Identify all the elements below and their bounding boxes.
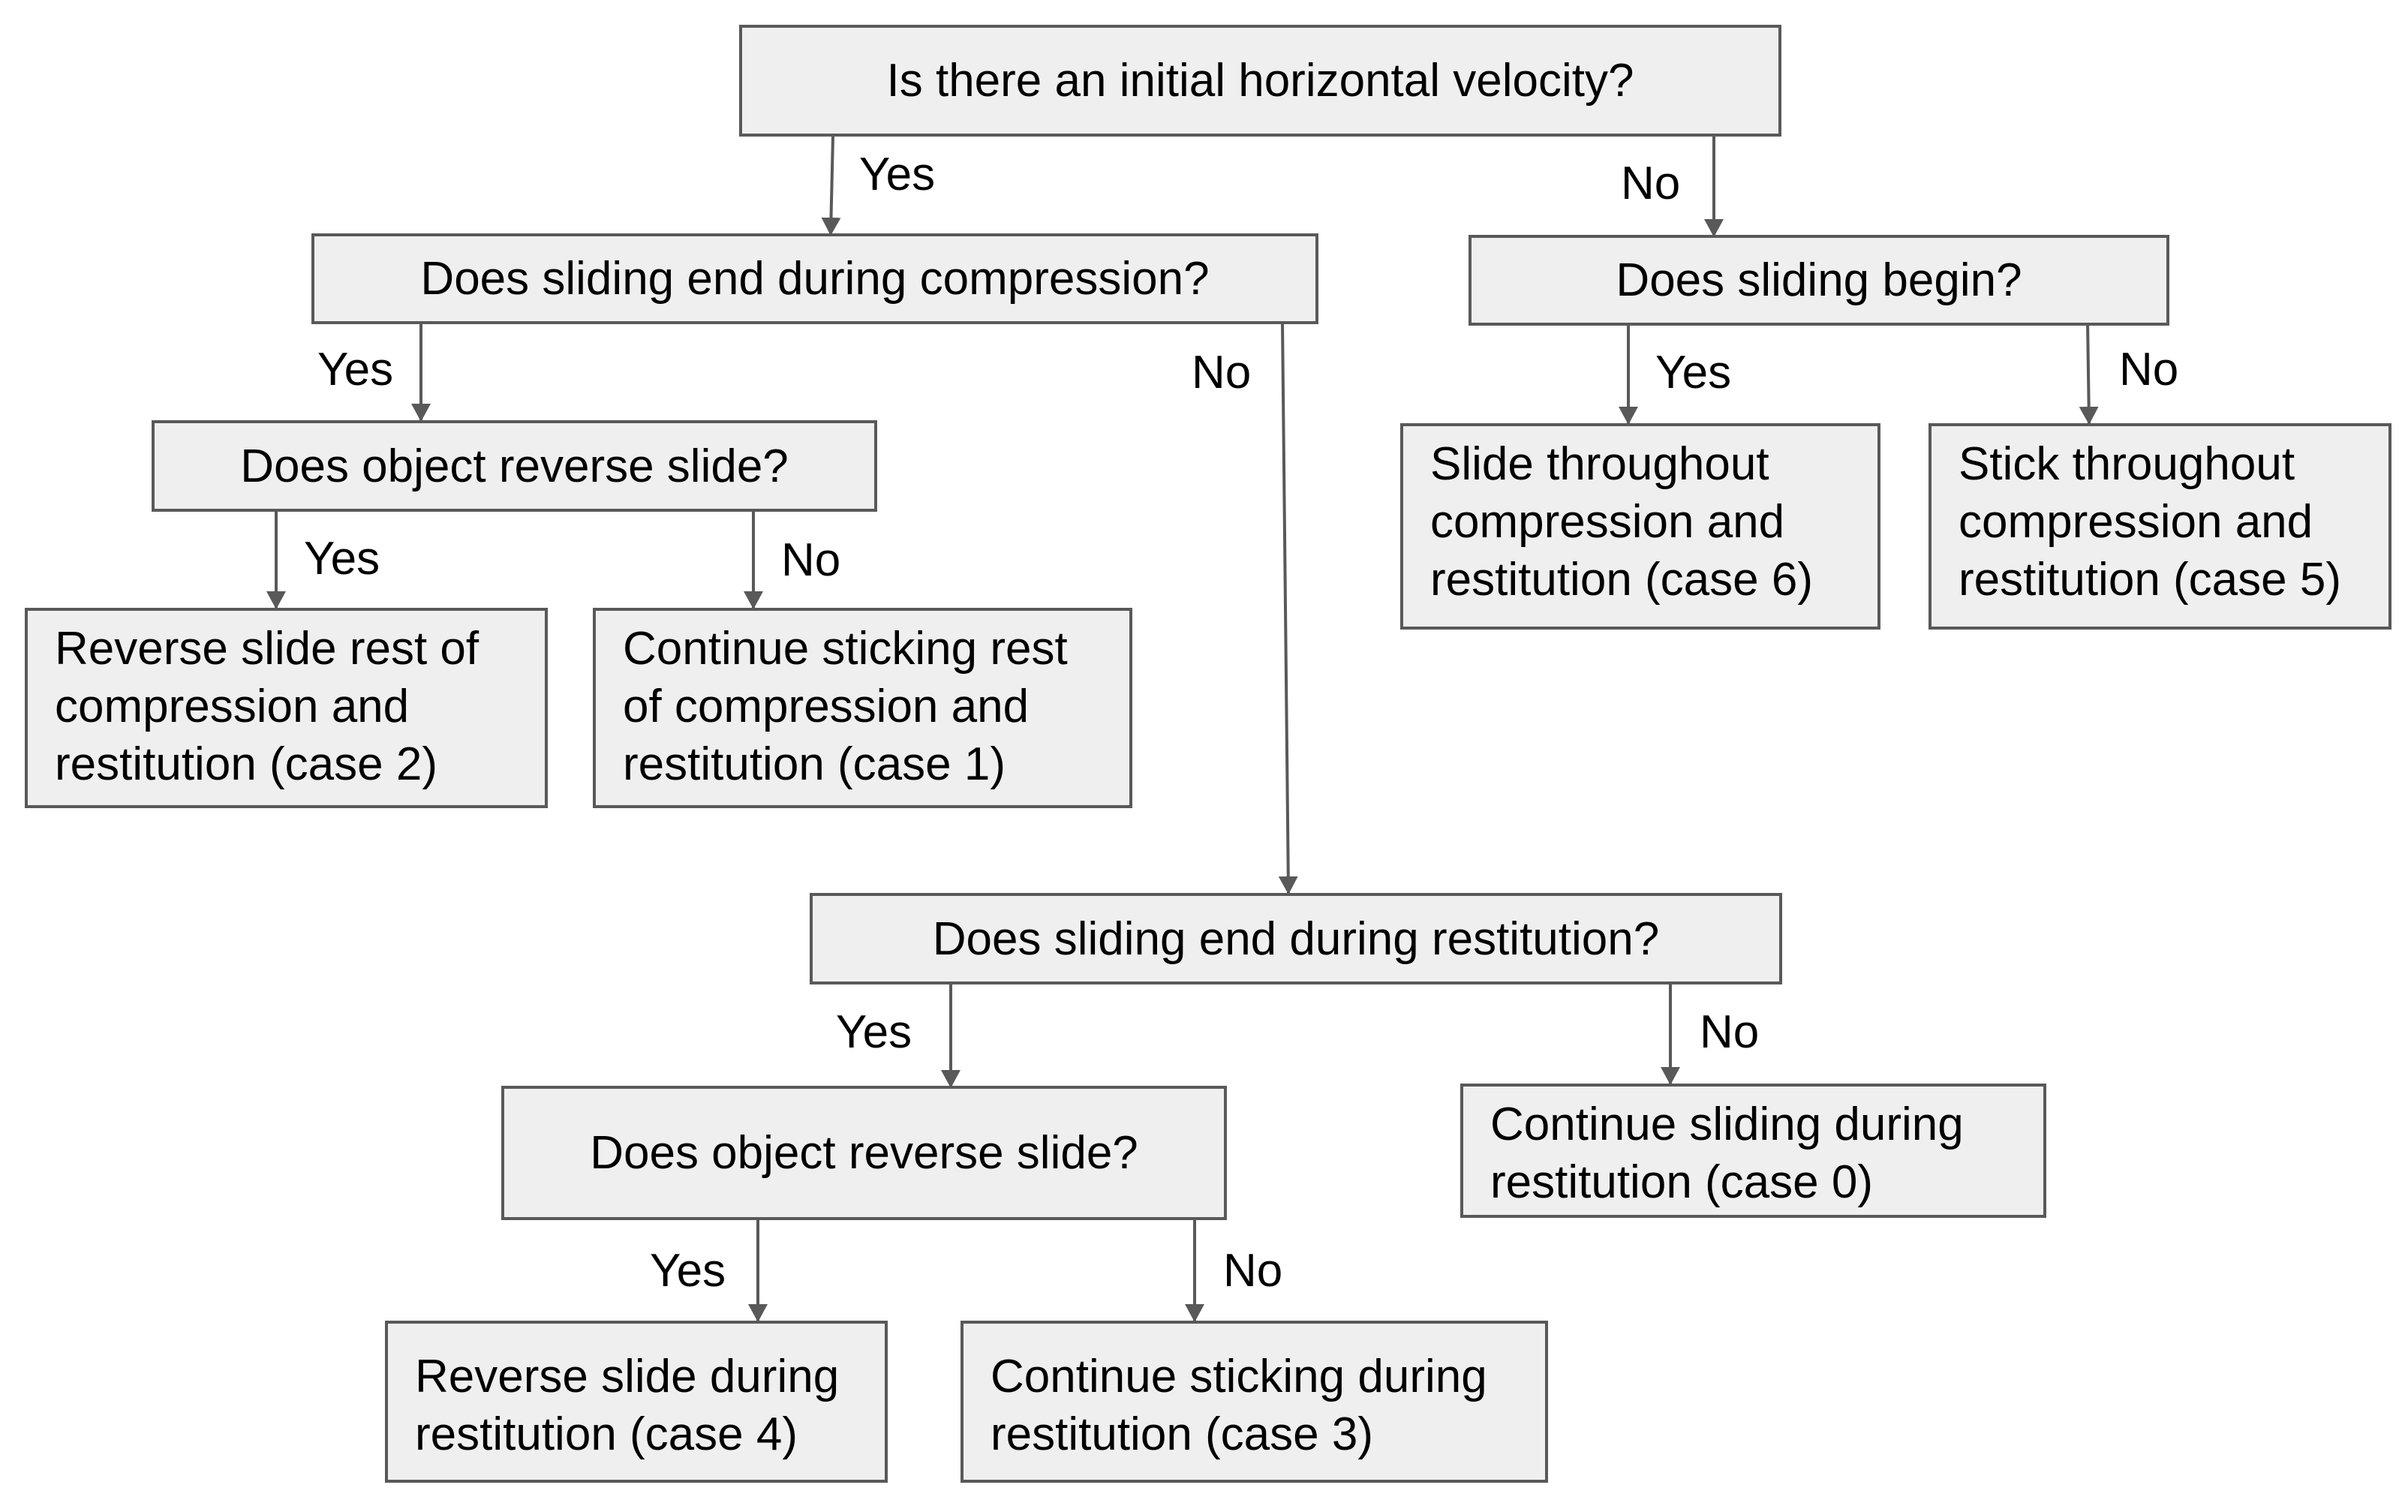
decision-text: Does object reverse slide? — [590, 1127, 1138, 1179]
edge-label-initial-yes: Yes — [859, 149, 936, 200]
outcome-case-5: Stick throughout compression and restitu… — [1929, 423, 2391, 630]
outcome-text-line: restitution (case 3) — [991, 1408, 1373, 1460]
outcome-text-line: restitution (case 4) — [415, 1408, 798, 1460]
decision-object-reverse-slide-compression: Does object reverse slide? — [152, 420, 877, 512]
edge-label-initial-no: No — [1621, 158, 1681, 209]
decision-sliding-end-compression: Does sliding end during compression? — [311, 233, 1318, 324]
outcome-text-line: restitution (case 6) — [1430, 554, 1813, 606]
outcome-text-line: restitution (case 0) — [1490, 1156, 1873, 1208]
edge-label-reverse1-yes: Yes — [304, 533, 380, 585]
outcome-text-line: Continue sticking rest — [623, 623, 1068, 675]
edge-label-reverse2-yes: Yes — [650, 1245, 726, 1297]
outcome-text-line: Continue sticking during — [991, 1351, 1487, 1402]
outcome-text-line: restitution (case 1) — [623, 738, 1006, 790]
outcome-text-line: of compression and — [623, 681, 1030, 732]
outcome-text-line: Stick throughout — [1959, 438, 2295, 490]
outcome-text-line: restitution (case 5) — [1959, 554, 2341, 606]
connector-begin-no — [2079, 320, 2099, 425]
decision-text: Does sliding end during restitution? — [932, 912, 1660, 965]
outcome-text-line: Reverse slide during — [415, 1351, 840, 1402]
outcome-text-line: compression and — [1959, 496, 2313, 548]
edge-label-restitution-yes: Yes — [836, 1006, 912, 1058]
outcome-text-line: Slide throughout — [1430, 438, 1769, 490]
outcome-case-2: Reverse slide rest of compression and re… — [25, 608, 548, 808]
decision-text: Does object reverse slide? — [240, 440, 789, 492]
edge-label-reverse1-no: No — [781, 534, 841, 586]
edge-label-restitution-no: No — [1700, 1006, 1760, 1058]
outcome-case-3: Continue sticking during restitution (ca… — [960, 1321, 1548, 1483]
outcome-text-line: restitution (case 2) — [55, 738, 437, 790]
outcome-case-6: Slide throughout compression and restitu… — [1400, 423, 1880, 630]
decision-sliding-end-restitution: Does sliding end during restitution? — [810, 893, 1782, 984]
decision-text: Does sliding end during compression? — [420, 253, 1210, 305]
outcome-text-line: compression and — [55, 681, 410, 732]
edge-label-reverse2-no: No — [1223, 1245, 1283, 1297]
outcome-case-4: Reverse slide during restitution (case 4… — [385, 1321, 888, 1483]
edge-label-compression-no: No — [1192, 347, 1252, 398]
decision-text: Does sliding begin? — [1616, 254, 2022, 306]
connector-compression-no — [1278, 320, 1298, 894]
outcome-case-0: Continue sliding during restitution (cas… — [1460, 1084, 2046, 1218]
decision-sliding-begin: Does sliding begin? — [1469, 235, 2169, 326]
outcome-text-line: Reverse slide rest of — [55, 623, 479, 675]
edge-label-begin-yes: Yes — [1655, 347, 1732, 398]
edge-label-begin-no: No — [2119, 344, 2179, 395]
decision-initial-horizontal-velocity: Is there an initial horizontal velocity? — [739, 25, 1781, 137]
decision-object-reverse-slide-restitution: Does object reverse slide? — [501, 1086, 1227, 1220]
outcome-case-1: Continue sticking rest of compression an… — [593, 608, 1132, 808]
outcome-text-line: compression and — [1430, 496, 1785, 548]
connector-initial-yes — [821, 136, 841, 236]
outcome-text-line: Continue sliding during — [1490, 1099, 1964, 1150]
edge-label-compression-yes: Yes — [317, 344, 394, 395]
decision-text: Is there an initial horizontal velocity? — [886, 55, 1634, 107]
